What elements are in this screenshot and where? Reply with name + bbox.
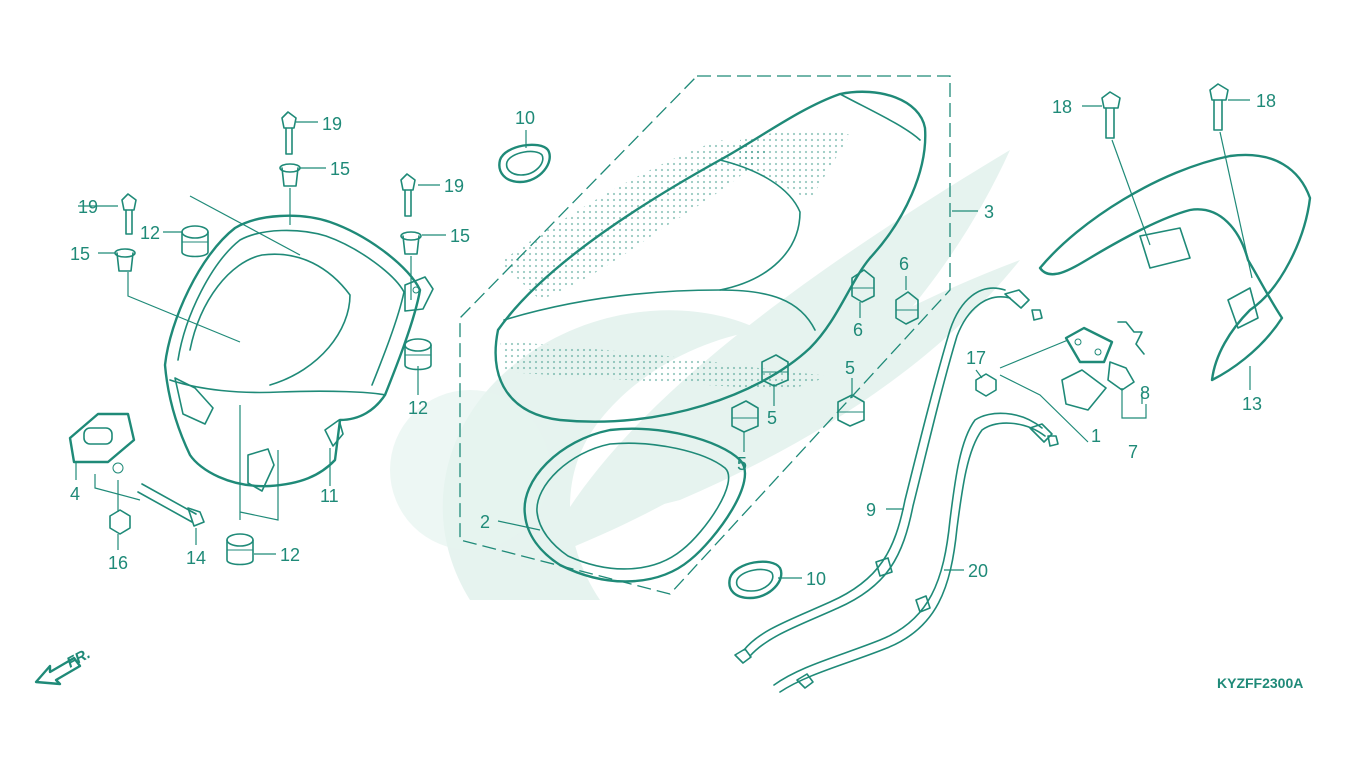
callout-7: 7 xyxy=(1128,442,1138,462)
callout-leaders xyxy=(75,99,1251,579)
front-direction-arrow: FR. xyxy=(34,645,93,686)
box-leader-lines xyxy=(94,188,412,521)
callout-17: 17 xyxy=(966,348,986,368)
seat-gasket xyxy=(523,427,747,583)
callout-14: 14 xyxy=(186,548,206,568)
seat-lock xyxy=(975,321,1147,443)
luggage-box xyxy=(163,214,434,492)
callout-2: 2 xyxy=(480,512,490,532)
callout-10: 10 xyxy=(806,569,826,589)
callout-15: 15 xyxy=(70,244,90,264)
callout-20: 20 xyxy=(968,561,988,581)
callout-4: 4 xyxy=(70,484,80,504)
callout-15: 15 xyxy=(330,159,350,179)
callout-3: 3 xyxy=(984,202,994,222)
callout-5: 5 xyxy=(845,358,855,378)
cables xyxy=(734,287,1059,693)
callout-10: 10 xyxy=(515,108,535,128)
callout-6: 6 xyxy=(853,320,863,340)
small-fasteners xyxy=(109,111,432,566)
callout-11: 11 xyxy=(320,486,339,506)
bracket-and-bolt xyxy=(68,412,205,527)
callout-18: 18 xyxy=(1256,91,1276,111)
callout-12: 12 xyxy=(140,223,160,243)
callout-9: 9 xyxy=(866,500,876,520)
callout-16: 16 xyxy=(108,553,128,573)
callout-6: 6 xyxy=(899,254,909,274)
callout-5: 5 xyxy=(737,454,747,474)
callout-19: 19 xyxy=(444,176,464,196)
callout-13: 13 xyxy=(1242,394,1262,414)
seat xyxy=(494,90,927,423)
callout-1: 1 xyxy=(1091,426,1101,446)
grab-rail xyxy=(1038,83,1312,382)
callout-15: 15 xyxy=(450,226,470,246)
callout-19: 19 xyxy=(322,114,342,134)
callout-12: 12 xyxy=(408,398,428,418)
callout-12: 12 xyxy=(280,545,300,565)
callout-5: 5 xyxy=(767,408,777,428)
callout-8: 8 xyxy=(1140,383,1150,403)
callout-19: 19 xyxy=(78,197,98,217)
callout-18: 18 xyxy=(1052,97,1072,117)
front-marker-label: FR. xyxy=(64,645,93,671)
grommets xyxy=(498,143,783,600)
seat-assembly-boundary xyxy=(459,75,951,595)
callout-labels: 19 19 19 12 15 15 15 12 12 11 14 16 4 10… xyxy=(70,91,1276,589)
diagram-code: KYZFF2300A xyxy=(1217,675,1303,691)
